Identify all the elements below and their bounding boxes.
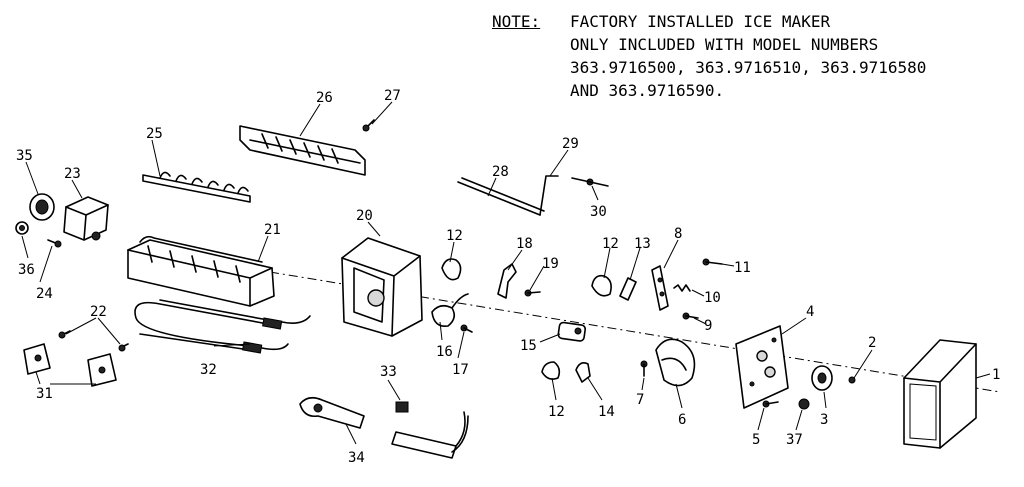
callout-12-middle: 12 [602,236,619,252]
note-heading: NOTE: [492,12,541,31]
callout-18: 18 [516,236,533,252]
part-15-valve [557,321,587,342]
part-7-screw [640,360,648,377]
callout-21: 21 [264,222,281,238]
callout-14: 14 [598,404,615,420]
part-33-connector [395,401,409,413]
part-27-screw [362,119,375,132]
part-16-switch [431,293,469,328]
callout-12-top: 12 [446,228,463,244]
part-30-screw [571,177,609,187]
part-20-housing [341,237,423,337]
callout-20: 20 [356,208,373,224]
callout-5: 5 [752,432,760,448]
callout-19: 19 [542,256,559,272]
part-4-mounting-plate [735,325,789,409]
part-26-ice-stripper [239,125,366,176]
callout-16: 16 [436,344,453,360]
callout-7: 7 [636,392,644,408]
callout-30: 30 [590,204,607,220]
callout-10: 10 [704,290,721,306]
callout-34: 34 [348,450,365,466]
part-23-mounting-block [63,196,109,241]
callout-37: 37 [786,432,803,448]
callout-23: 23 [64,166,81,182]
callout-22: 22 [90,304,107,320]
part-19-screw [524,289,541,297]
part-12-thermostat-middle [591,274,612,297]
callout-6: 6 [678,412,686,428]
callout-8: 8 [674,226,682,242]
note-line-4: AND 363.9716590. [570,81,725,100]
part-14-clip [575,362,591,383]
part-10-spring [673,284,691,292]
callout-1: 1 [992,367,1000,383]
callout-26: 26 [316,90,333,106]
part-31-brackets [23,343,117,387]
callout-12-lower: 12 [548,404,565,420]
callout-13: 13 [634,236,651,252]
part-34-fill-tube [299,396,365,429]
callout-35: 35 [16,148,33,164]
callout-labels: 1 2 3 4 5 6 7 8 9 10 11 12 12 12 13 14 1… [16,88,1000,466]
part-2-screw [848,376,856,384]
callout-15: 15 [520,338,537,354]
part-17-screw [460,324,473,333]
callout-4: 4 [806,304,814,320]
part-3-knob [811,365,833,391]
part-13-clip [619,277,637,301]
part-29-bracket [539,175,559,216]
part-28-shutoff-arm [457,177,545,216]
part-11-screw [702,258,723,266]
part-18-lever [497,263,517,299]
note-line-2: ONLY INCLUDED WITH MODEL NUMBERS [570,35,879,54]
part-24-screw [47,239,62,248]
callout-36: 36 [18,262,35,278]
callout-31: 31 [36,386,53,402]
callout-17: 17 [452,362,469,378]
part-37-nut [798,398,810,410]
part-6-motor [655,338,696,387]
callout-33: 33 [380,364,397,380]
part-32-heater [134,299,311,354]
callout-11: 11 [734,260,751,276]
note-line-3: 363.9716500, 363.9716510, 363.9716580 [570,58,927,77]
callout-9: 9 [704,318,712,334]
callout-2: 2 [868,335,876,351]
callout-3: 3 [820,412,828,428]
part-12-thermostat-lower [541,361,561,380]
part-25-ejector [142,171,251,203]
part-36-nut [15,221,29,235]
leader-lines [21,101,991,445]
callout-27: 27 [384,88,401,104]
note-line-1: FACTORY INSTALLED ICE MAKER [570,12,831,31]
part-1-cover [903,339,977,449]
assembly-axis-line [269,271,1001,393]
part-9-screw [682,312,699,320]
callout-32: 32 [200,362,217,378]
part-21-ice-mold [127,235,275,307]
part-12-thermostat-top [441,258,462,281]
callout-24: 24 [36,286,53,302]
wiring-harness [391,411,469,459]
part-8-bracket [651,265,669,311]
callout-29: 29 [562,136,579,152]
part-35-ring [29,193,55,221]
part-5-screw [762,400,779,408]
part-22-screws [58,330,129,352]
callout-28: 28 [492,164,509,180]
callout-25: 25 [146,126,163,142]
